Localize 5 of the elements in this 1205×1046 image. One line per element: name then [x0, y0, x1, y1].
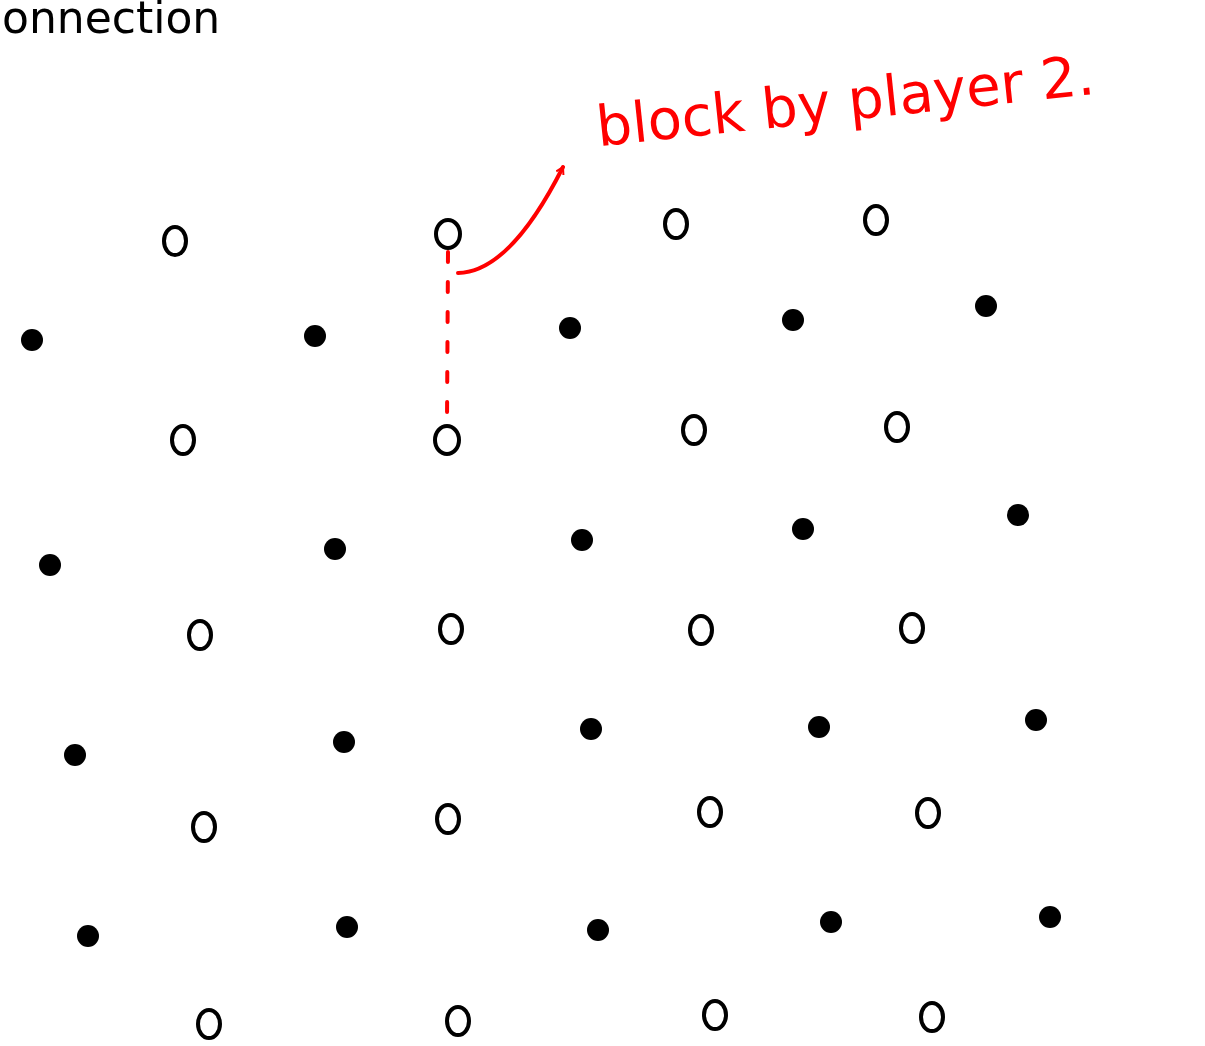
- hollow-circle: [432, 216, 464, 252]
- hollow-circle: [431, 422, 463, 458]
- heading-text: onnection: [2, 0, 221, 43]
- annotation-text: block by player 2.: [591, 21, 1179, 173]
- curved-arrow: [456, 165, 565, 275]
